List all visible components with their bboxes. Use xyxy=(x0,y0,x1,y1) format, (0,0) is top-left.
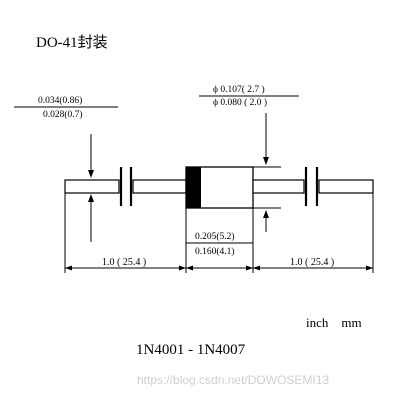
right-lead-length-arrow-left xyxy=(253,265,260,271)
watermark: https://blog.csdn.net/DOWOSEMI13 xyxy=(137,373,329,387)
body-length-arrow-left xyxy=(186,265,193,271)
units-legend: inch mm xyxy=(306,315,362,330)
part-number-range: 1N4001 - 1N4007 xyxy=(136,342,246,358)
body-diameter-arrowhead-bottom xyxy=(263,210,269,218)
left-lead-inner xyxy=(132,179,187,194)
right-lead-inner xyxy=(252,179,305,194)
lead-diameter-max: 0.034(0.86) xyxy=(38,95,82,106)
cathode-band xyxy=(186,167,201,208)
body-length-max: 0.205(5.2) xyxy=(195,231,235,242)
right-lead-length-label: 1.0 ( 25.4 ) xyxy=(290,257,334,268)
left-lead-length-label: 1.0 ( 25.4 ) xyxy=(102,257,146,268)
body-diameter-min: ϕ 0.080 ( 2.0 ) xyxy=(213,97,267,108)
lead-diameter-arrowhead-top xyxy=(88,170,94,178)
body-diameter-max: ϕ 0.107( 2.7 ) xyxy=(213,84,265,95)
body-length-min: 0.160(4.1) xyxy=(195,246,235,257)
right-lead-outer xyxy=(318,179,374,194)
lead-diameter-min: 0.028(0.7) xyxy=(43,109,83,120)
left-lead-length-arrow-left xyxy=(65,265,72,271)
left-lead-outer xyxy=(64,179,120,194)
right-lead-length-arrow-right xyxy=(366,265,373,271)
package-title: DO-41封装 xyxy=(36,34,108,51)
body-diameter-arrowhead-top xyxy=(263,157,269,165)
left-lead-length-arrow-right xyxy=(179,265,186,271)
lead-diameter-arrowhead-bottom xyxy=(88,194,94,202)
body-length-arrow-right xyxy=(246,265,253,271)
